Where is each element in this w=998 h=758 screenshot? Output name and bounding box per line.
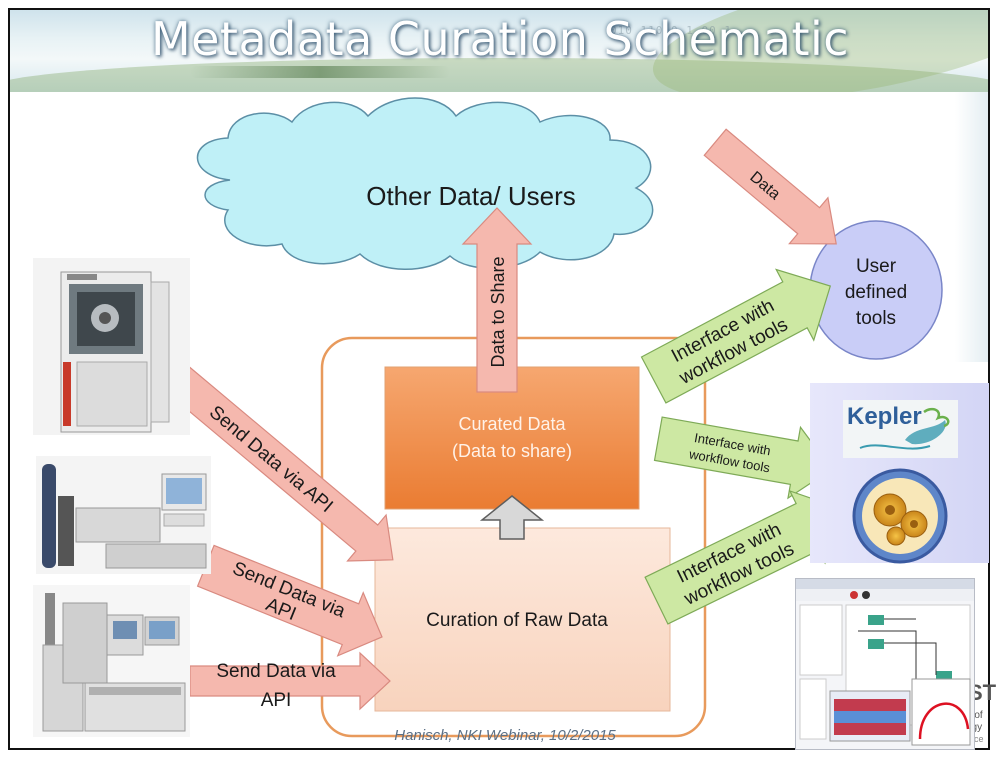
other-data-cloud	[196, 97, 654, 270]
slide-frame	[8, 8, 990, 750]
send-data-3-line1: Send Data via	[216, 661, 336, 682]
right-shade	[955, 92, 988, 362]
title-banner: 010 110 0 1 00 1	[10, 10, 988, 92]
lab-bench-photo	[36, 456, 211, 574]
gear-icon	[852, 468, 948, 564]
slide-title: Metadata Curation Schematic	[150, 12, 850, 66]
data-to-share-arrow: Data to Share	[461, 207, 533, 393]
send-data-3-line2: API	[261, 690, 292, 711]
workflow-screenshot	[795, 578, 975, 750]
banner-binary-texture: 010 110 0 1 00 1	[610, 24, 732, 37]
microscope-photo	[33, 585, 190, 737]
kepler-logo: Kepler	[843, 400, 958, 458]
user-tools-line3: tools	[856, 308, 896, 329]
raw-data-box	[374, 527, 671, 712]
raw-data-label: Curation of Raw Data	[426, 610, 608, 631]
send-data-arrow-3: Send Data via API	[189, 651, 391, 711]
kepler-text: Kepler	[847, 403, 922, 430]
diffractometer-photo	[33, 258, 190, 435]
banner-stream	[190, 66, 450, 78]
curated-line1: Curated Data	[458, 414, 566, 434]
user-tools-line2: defined	[845, 282, 907, 303]
curate-up-arrow	[479, 495, 545, 540]
cloud-label: Other Data/ Users	[366, 181, 576, 211]
curated-line2: (Data to share)	[452, 441, 572, 461]
send-data-1-label: Send Data via API	[205, 402, 337, 517]
data-to-share-label: Data to Share	[488, 256, 508, 367]
slide-footer: Hanisch, NKI Webinar, 10/2/2015	[394, 727, 616, 744]
user-tools-line1: User	[856, 256, 897, 277]
